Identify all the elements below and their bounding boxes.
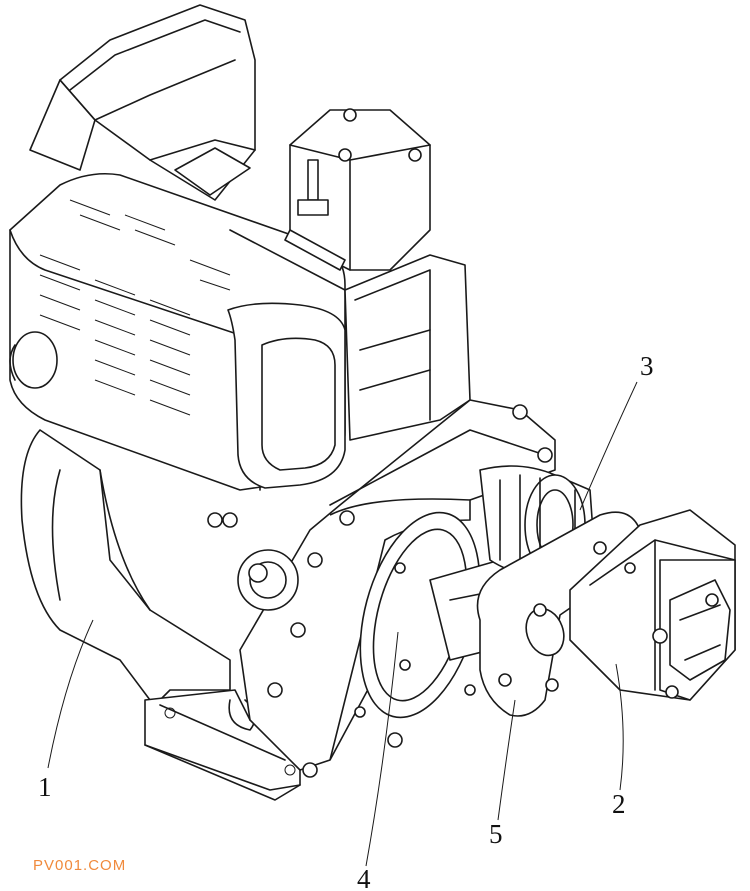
leader-line-2 bbox=[615, 663, 624, 791]
part-label-2: 2 bbox=[612, 789, 626, 819]
leader-line-3 bbox=[579, 381, 638, 511]
leader-line-5 bbox=[497, 699, 516, 821]
watermark-text: PV001.COM bbox=[33, 857, 127, 874]
leader-lines bbox=[47, 381, 638, 867]
muffler bbox=[9, 172, 346, 491]
part-label-4: 4 bbox=[357, 864, 371, 891]
housing-bolts bbox=[207, 404, 553, 778]
cylinder-block bbox=[229, 229, 471, 441]
gear-pump bbox=[569, 509, 736, 701]
air-filter-housing bbox=[29, 4, 256, 201]
part-label-5: 5 bbox=[489, 819, 503, 849]
injection-pump bbox=[284, 108, 431, 271]
muffler-slots bbox=[39, 199, 231, 416]
part-label-1: 1 bbox=[38, 772, 52, 802]
leader-line-1 bbox=[47, 619, 94, 769]
leader-line-4 bbox=[365, 631, 399, 867]
part-label-3: 3 bbox=[640, 351, 654, 381]
